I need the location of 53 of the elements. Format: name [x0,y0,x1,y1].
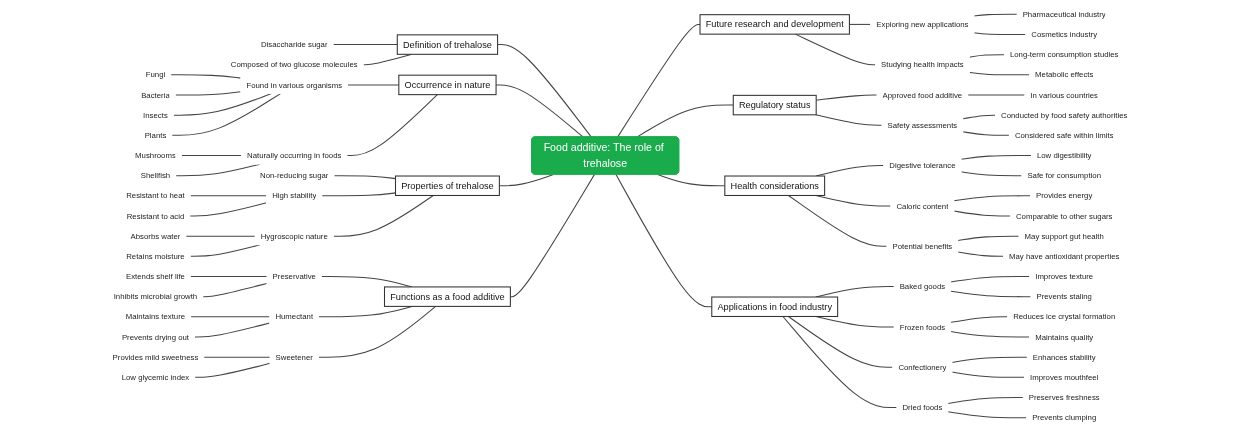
connector [968,54,1005,58]
connector [185,235,256,237]
connector [787,315,894,368]
connector [950,290,1032,298]
connector [194,362,271,378]
connector [317,305,437,358]
connector [636,104,734,138]
connector [497,44,592,138]
connector [951,356,1028,363]
connector [172,93,272,116]
connector [190,316,271,318]
connector [973,32,1027,36]
connector [617,23,701,138]
connector [180,154,242,157]
connector [947,396,1024,404]
node-box: Regulatory status [732,94,817,116]
connector [332,194,434,237]
node-box: Occurrence in nature [398,74,497,96]
connector [962,114,996,120]
connector [332,44,398,46]
connector [171,93,282,136]
connector [815,114,883,126]
connector [950,316,1008,323]
connector [960,171,1023,177]
connector [787,194,888,247]
node-box: Future research and development [699,14,850,35]
connector [968,71,1030,76]
connector [960,154,1032,160]
node-box: Health considerations [724,175,826,196]
node-box: Functions as a food additive [383,286,511,307]
connector [962,131,1010,136]
connector [973,13,1018,17]
connector [189,202,268,217]
node-box: Applications in food industry [711,296,839,317]
connector [190,275,268,278]
connector [951,371,1025,378]
connector [194,322,271,338]
connector [947,411,1028,419]
connector [957,235,1020,242]
connector [202,282,268,298]
connector [170,74,242,79]
connector [174,91,242,96]
connector [957,251,1004,257]
node-box: Properties of trehalose [394,175,500,196]
connector [950,275,1031,283]
connector [203,356,271,358]
connector [189,195,268,197]
connector [953,195,1031,202]
node-box: Definition of trehalose [396,34,499,55]
connector [953,210,1011,217]
connector [950,331,1031,338]
connector [782,315,898,409]
connector [346,94,438,157]
